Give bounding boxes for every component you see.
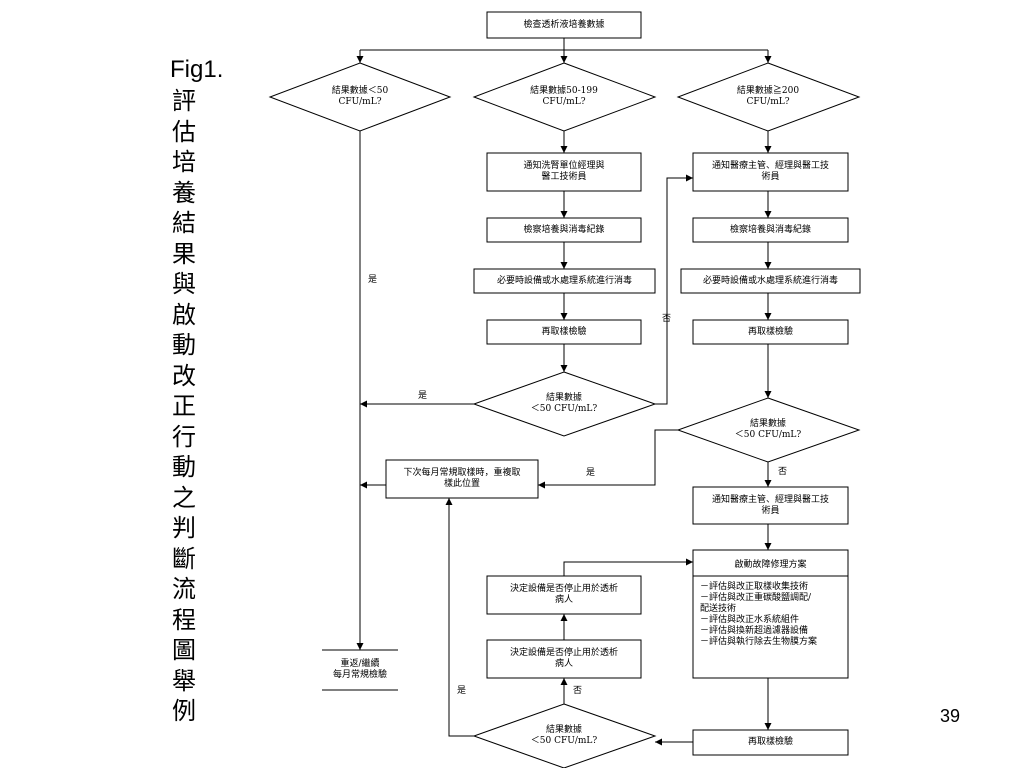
- no-label: 否: [778, 467, 788, 477]
- decision-retest-1: 結果數據 ＜50 CFU/mL?: [530, 393, 598, 414]
- yes-label: 是: [418, 391, 428, 401]
- decision-under-50: 結果數據＜50 CFU/mL?: [331, 86, 389, 107]
- box-r2: [692, 217, 849, 243]
- box-r3: [680, 268, 861, 294]
- notify-director-node: 通知醫療主管、經理與醫工技 術員: [711, 161, 829, 182]
- box-r4: [692, 319, 849, 345]
- plan-item: －評估與執行除去生物膜方案: [700, 637, 818, 647]
- plan-item: －評估與換新超過濾器設備: [700, 626, 809, 636]
- box-r1: [692, 152, 849, 192]
- diamond-d6: [472, 703, 657, 768]
- disinfect-node: 必要時設備或水處理系統進行消毒: [496, 275, 632, 286]
- plan-item: －評估與改正取樣收集技術: [700, 582, 809, 592]
- plan-item: －評估與改正重碳酸鹽調配/ 配送技術: [700, 593, 812, 614]
- decision-retest-2: 結果數據 ＜50 CFU/mL?: [734, 419, 802, 440]
- disinfect-node-right: 必要時設備或水處理系統進行消毒: [702, 275, 838, 286]
- box-m1: [486, 152, 642, 192]
- box-m2: [486, 217, 642, 243]
- box-next: [385, 459, 539, 499]
- notify-manager-node: 通知洗腎單位經理與 醫工技術員: [523, 161, 605, 182]
- box-m3: [473, 268, 656, 294]
- check-records-node-right: 檢察培養與消毒紀錄: [729, 224, 811, 235]
- decision-50-199: 結果數據50-199 CFU/mL?: [530, 86, 598, 107]
- troubleshooting-plan-title: 啟動故障修理方案: [734, 559, 807, 570]
- decide-equipment-node-1: 決定設備是否停止用於透析 病人: [509, 584, 618, 605]
- box-b2: [486, 639, 642, 679]
- troubleshooting-plan-list: －評估與改正取樣收集技術 －評估與改正重碳酸鹽調配/ 配送技術 －評估與改正水系…: [700, 582, 845, 648]
- decision-retest-3: 結果數據 ＜50 CFU/mL?: [530, 725, 598, 746]
- start-node: 檢查透析液培養數據: [523, 19, 605, 30]
- yes-label: 是: [586, 468, 596, 478]
- yes-label: 是: [368, 275, 378, 285]
- next-month-node: 下次每月常規取樣時，重複取 樣此位置: [403, 468, 521, 489]
- page-number: 39: [940, 706, 961, 726]
- vertical-title: 評估培養結果與啟動改正行動之判斷流程圖舉例: [172, 87, 196, 725]
- decide-equipment-node-2: 決定設備是否停止用於透析 病人: [509, 648, 618, 669]
- box-plan: [692, 549, 849, 679]
- diamond-d4: [472, 371, 657, 437]
- resample-node: 再取樣檢驗: [541, 326, 587, 337]
- continue-monthly-node: 重返/繼續 每月常規檢驗: [332, 659, 387, 680]
- notify-director-node-2: 通知醫療主管、經理與醫工技 術員: [711, 494, 829, 516]
- yes-label: 是: [457, 686, 467, 696]
- no-label: 否: [662, 314, 672, 324]
- figure-label: Fig1.: [170, 56, 224, 83]
- resample-node-final: 再取樣檢驗: [747, 737, 793, 747]
- resample-node-right: 再取樣檢驗: [747, 326, 793, 337]
- check-records-node: 檢察培養與消毒紀錄: [523, 224, 605, 235]
- plan-item: －評估與改正水系統組件: [700, 615, 800, 625]
- box-r5: [692, 486, 849, 525]
- start-box: [486, 11, 642, 39]
- no-label: 否: [573, 686, 583, 696]
- decision-over-200: 結果數據≧200 CFU/mL?: [736, 86, 800, 107]
